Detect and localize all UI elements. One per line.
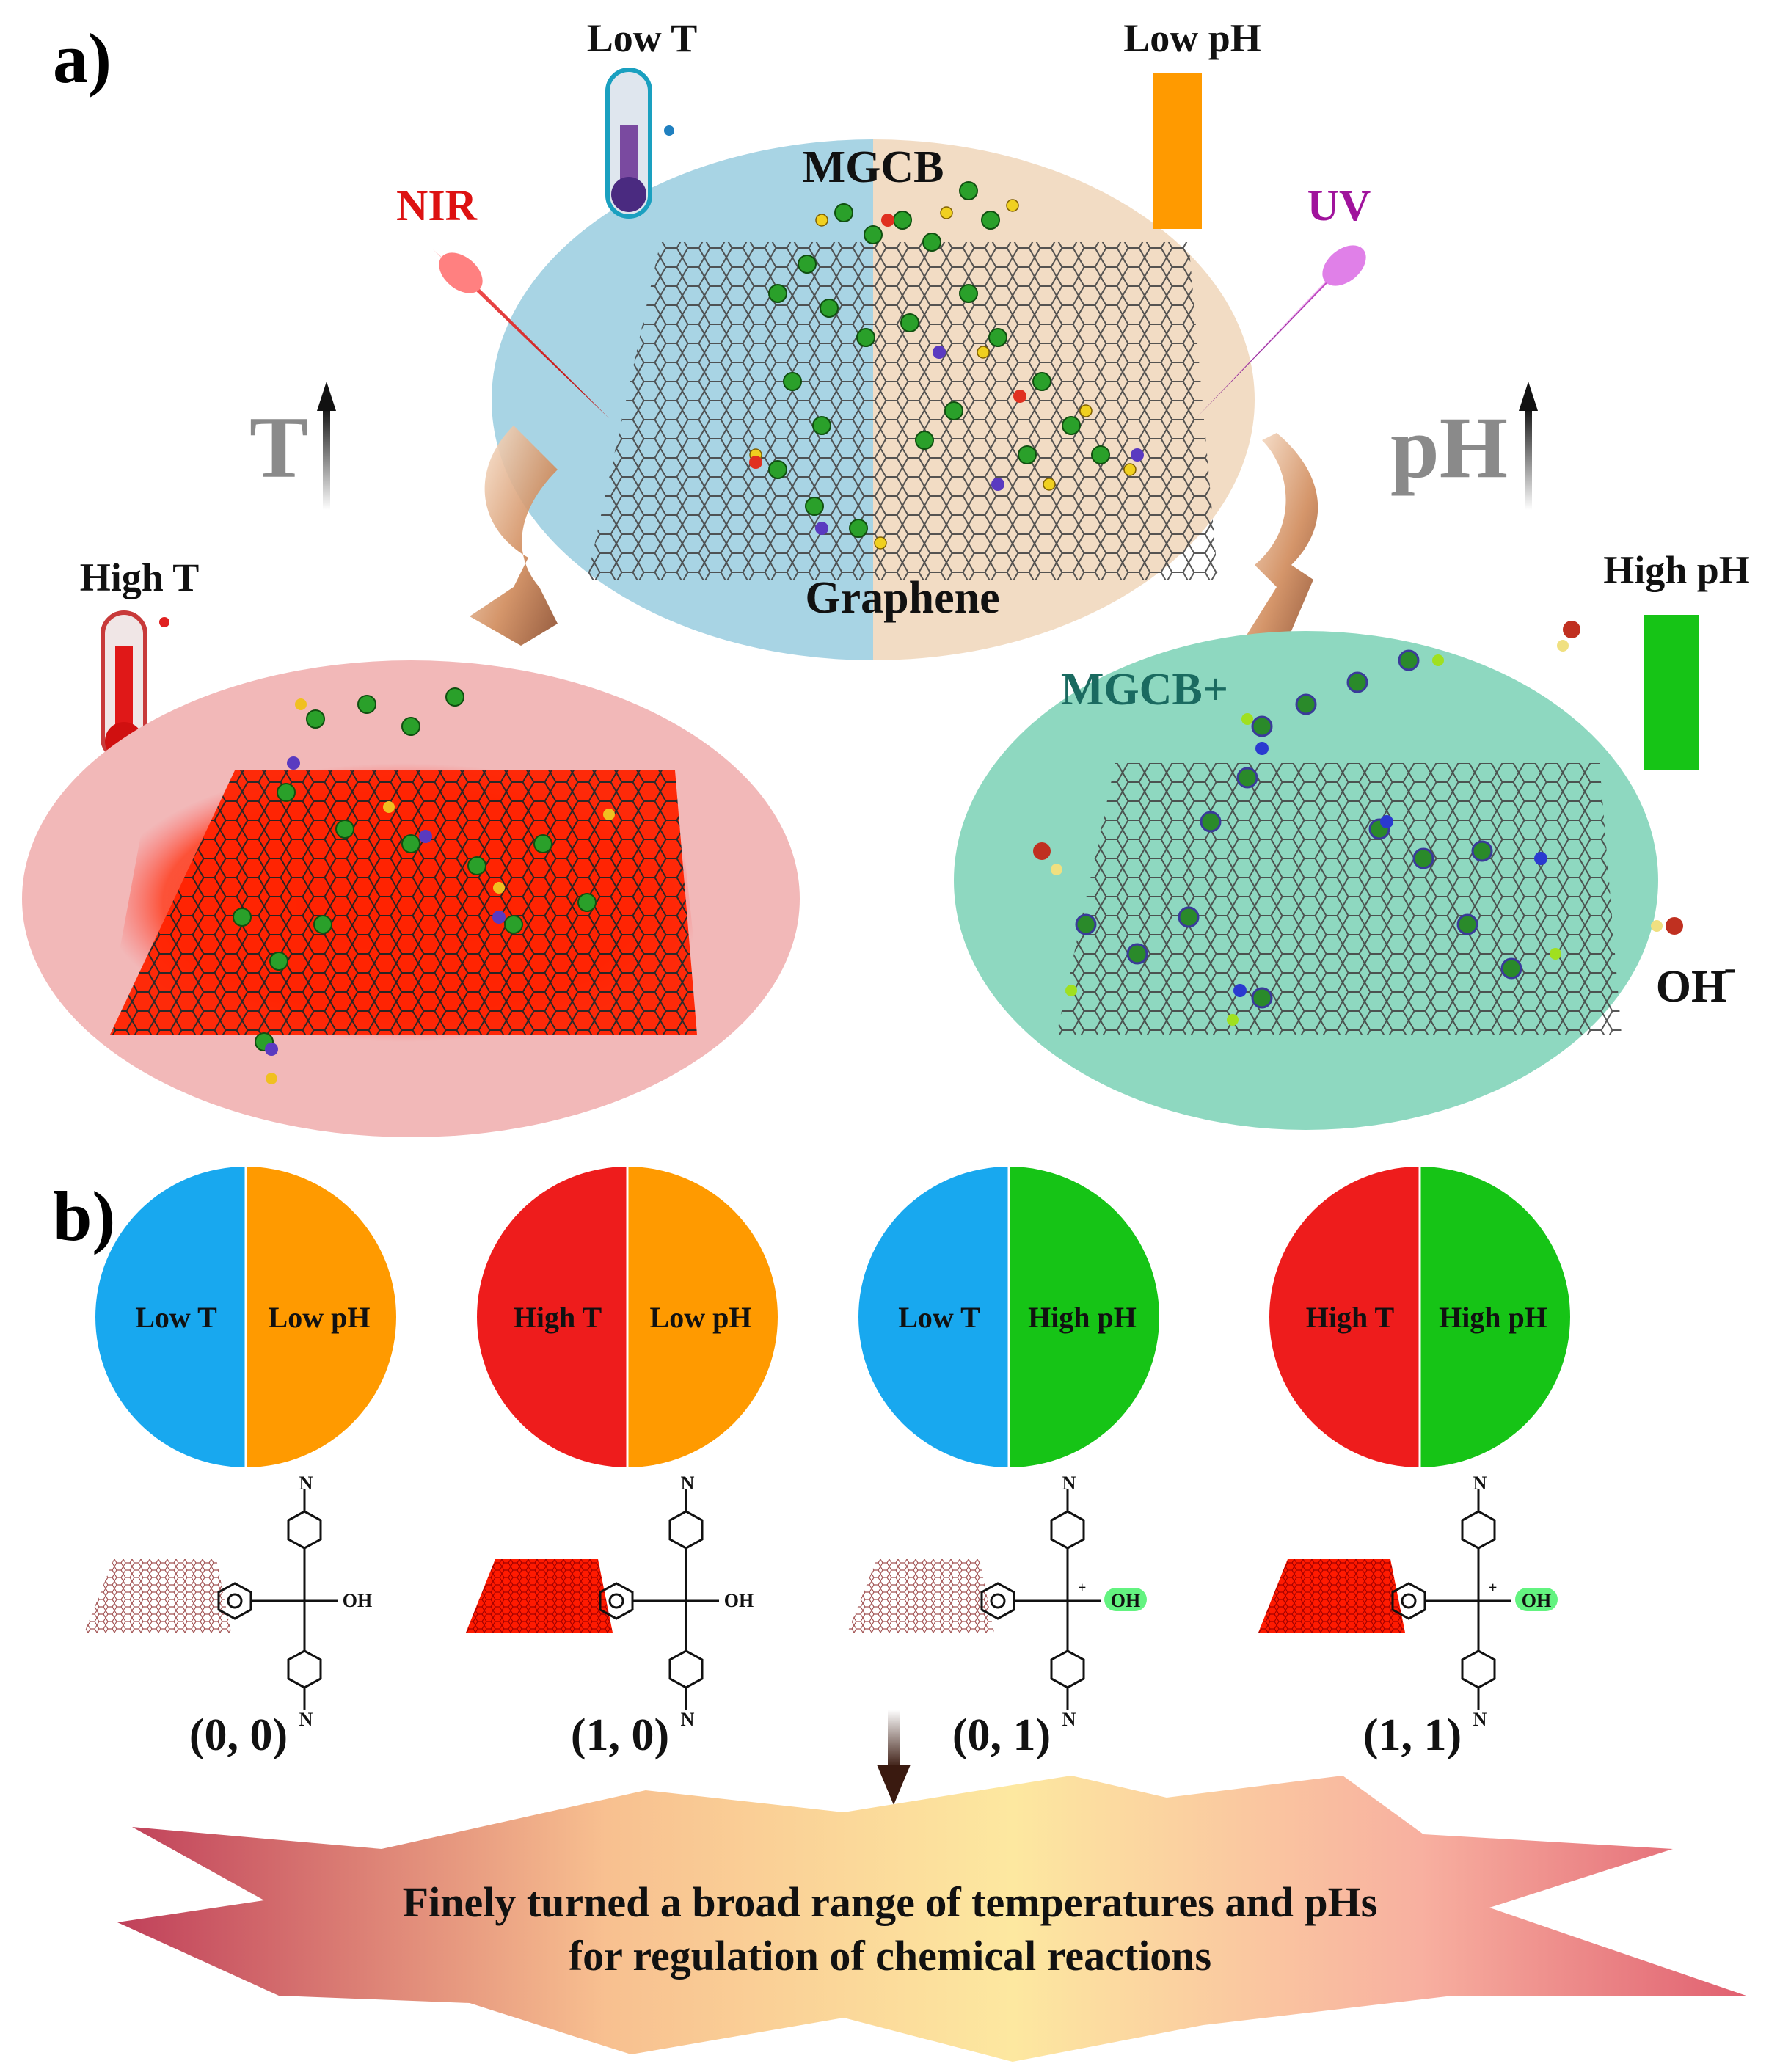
high-t-label: High T: [80, 555, 200, 599]
state-1: High T Low pH N N OH (1, 0): [466, 1167, 778, 1760]
oh-charge: -: [1724, 946, 1737, 988]
low-ph-indicator: [1153, 73, 1202, 229]
states-layer: Low T Low pH N N OH (0, 0) High T Low pH N N OH (1,…: [84, 1167, 1570, 1760]
graphene-sheet-basic: [1057, 763, 1622, 1035]
t-increase-arrow: [317, 382, 336, 510]
mgcb-label: MGCB: [803, 142, 944, 192]
t-arrow-label: T: [249, 398, 308, 496]
amine-label: N: [1473, 1709, 1487, 1730]
cation-charge: +: [1489, 1580, 1497, 1596]
state-right-half: [246, 1167, 396, 1467]
high-ph-indicator: [1644, 615, 1699, 770]
state-right-label: Low pH: [269, 1301, 371, 1334]
ph-increase-arrow: [1519, 382, 1538, 510]
state-right-label: High pH: [1439, 1301, 1547, 1334]
mgcb-structure-icon: [217, 1489, 338, 1710]
amine-label: N: [299, 1473, 313, 1494]
graphene-hot-icon: [1258, 1559, 1405, 1633]
mgcb-plus-label: MGCB+: [1061, 665, 1228, 715]
oh-label: OH: [1656, 962, 1726, 1012]
state-left-label: High T: [514, 1301, 602, 1334]
state-left-half: [95, 1167, 246, 1467]
amine-label: N: [1062, 1709, 1076, 1730]
mgcb-molecule: [768, 181, 1110, 538]
low-ph-label: Low pH: [1123, 16, 1261, 60]
state-left-half: [1269, 1167, 1420, 1467]
conclusion-line-1: Finely turned a broad range of temperatu…: [403, 1878, 1378, 1926]
graphene-hot-icon: [466, 1559, 613, 1633]
ph-arrow-label: pH: [1390, 398, 1508, 496]
state-code: (1, 0): [571, 1710, 669, 1760]
state-right-half: [627, 1167, 778, 1467]
panel-a-label: a): [53, 19, 112, 98]
hydroxyl-label: OH: [724, 1590, 754, 1611]
mgcb-structure-icon: [599, 1489, 719, 1710]
state-right-label: Low pH: [650, 1301, 752, 1334]
state-2: Low T High pH N N + OH (0, 1): [847, 1167, 1159, 1760]
nir-label: NIR: [396, 181, 478, 230]
hydroxide-ion-icon: [1033, 621, 1683, 935]
state-left-label: High T: [1306, 1301, 1395, 1334]
state-left-label: Low T: [898, 1301, 980, 1334]
state-code: (0, 0): [189, 1710, 288, 1760]
hydroxide-label: OH: [1522, 1590, 1551, 1611]
panel-b-label: b): [53, 1177, 115, 1255]
state-0: Low T Low pH N N OH (0, 0): [84, 1167, 396, 1760]
state-left-half: [858, 1167, 1009, 1467]
cation-charge: +: [1078, 1580, 1086, 1596]
conclusion-burst: [117, 1776, 1746, 2062]
high-ph-state: [954, 621, 1683, 1130]
amine-label: N: [299, 1709, 313, 1730]
graphene-sheet-hot: [110, 770, 697, 1035]
graphene-icon: [84, 1559, 231, 1633]
graphene-icon: [847, 1559, 994, 1633]
high-ph-label: High pH: [1603, 548, 1750, 592]
uv-label: UV: [1307, 181, 1371, 230]
mgcb-structure-icon: [1391, 1489, 1511, 1710]
conclusion-line-2: for regulation of chemical reactions: [569, 1932, 1211, 1980]
high-t-state: [22, 660, 800, 1137]
nir-laser-icon: [433, 249, 609, 418]
state-left-half: [477, 1167, 627, 1467]
state-code: (1, 1): [1363, 1710, 1462, 1760]
curved-arrow-right: [1240, 433, 1318, 646]
thermometer-cold-icon: [605, 68, 674, 219]
amine-label: N: [1473, 1473, 1487, 1494]
state-left-label: Low T: [135, 1301, 217, 1334]
hydroxyl-label: OH: [343, 1590, 372, 1611]
low-t-label: Low T: [587, 16, 698, 60]
uv-lamp-icon: [1196, 242, 1366, 418]
state-right-half: [1009, 1167, 1159, 1467]
graphene-label: Graphene: [805, 573, 999, 623]
mgcb-structure-icon: [980, 1489, 1101, 1710]
state-right-label: High pH: [1028, 1301, 1137, 1334]
state-3: High T High pH N N + OH (1, 1): [1258, 1167, 1570, 1760]
hydroxide-label: OH: [1111, 1590, 1140, 1611]
amine-label: N: [681, 1709, 695, 1730]
curved-arrow-left: [470, 426, 558, 646]
amine-label: N: [681, 1473, 695, 1494]
graphene-sheet-top: [587, 242, 1218, 580]
state-code: (0, 1): [952, 1710, 1051, 1760]
amine-label: N: [1062, 1473, 1076, 1494]
anion-glow: [1515, 1588, 1558, 1611]
down-arrow: [877, 1710, 911, 1805]
anion-glow: [1104, 1588, 1147, 1611]
state-right-half: [1420, 1167, 1570, 1467]
